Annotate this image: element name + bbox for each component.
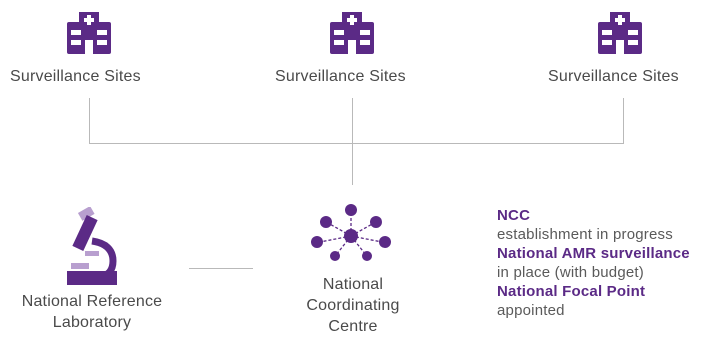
hospital-icon [67,12,111,54]
status-amr-text: in place (with budget) [497,264,644,281]
connector-line [352,98,353,143]
microscope-icon [67,207,117,285]
status-ncc-text: establishment in progress [497,226,673,243]
site-label: Surveillance Sites [10,68,141,85]
hospital-icon [330,12,374,54]
ncc-label-line2: Coordinating [306,297,400,314]
lab-label-line1: National Reference [21,293,163,310]
ncc-label-line1: National [322,276,384,293]
ncc-label-line3: Centre [328,318,378,335]
connector-line [623,98,624,143]
status-focal-heading: National Focal Point [497,283,646,300]
ncc-label: National Coordinating Centre [283,274,423,337]
status-focal-text: appointed [497,302,565,319]
status-amr-heading: National AMR surveillance [497,245,690,262]
hospital-icon [598,12,642,54]
connector-line [352,143,353,185]
lab-label-line2: Laboratory [52,314,132,331]
lab-label: National Reference Laboratory [0,291,184,333]
connector-line [89,98,90,143]
status-block: NCC establishment in progress National A… [497,206,703,320]
status-ncc-heading: NCC [497,207,531,224]
network-icon [311,204,391,261]
site-label: Surveillance Sites [275,68,406,85]
connector-line [89,143,624,144]
site-label: Surveillance Sites [548,68,679,85]
connector-line [189,268,253,269]
